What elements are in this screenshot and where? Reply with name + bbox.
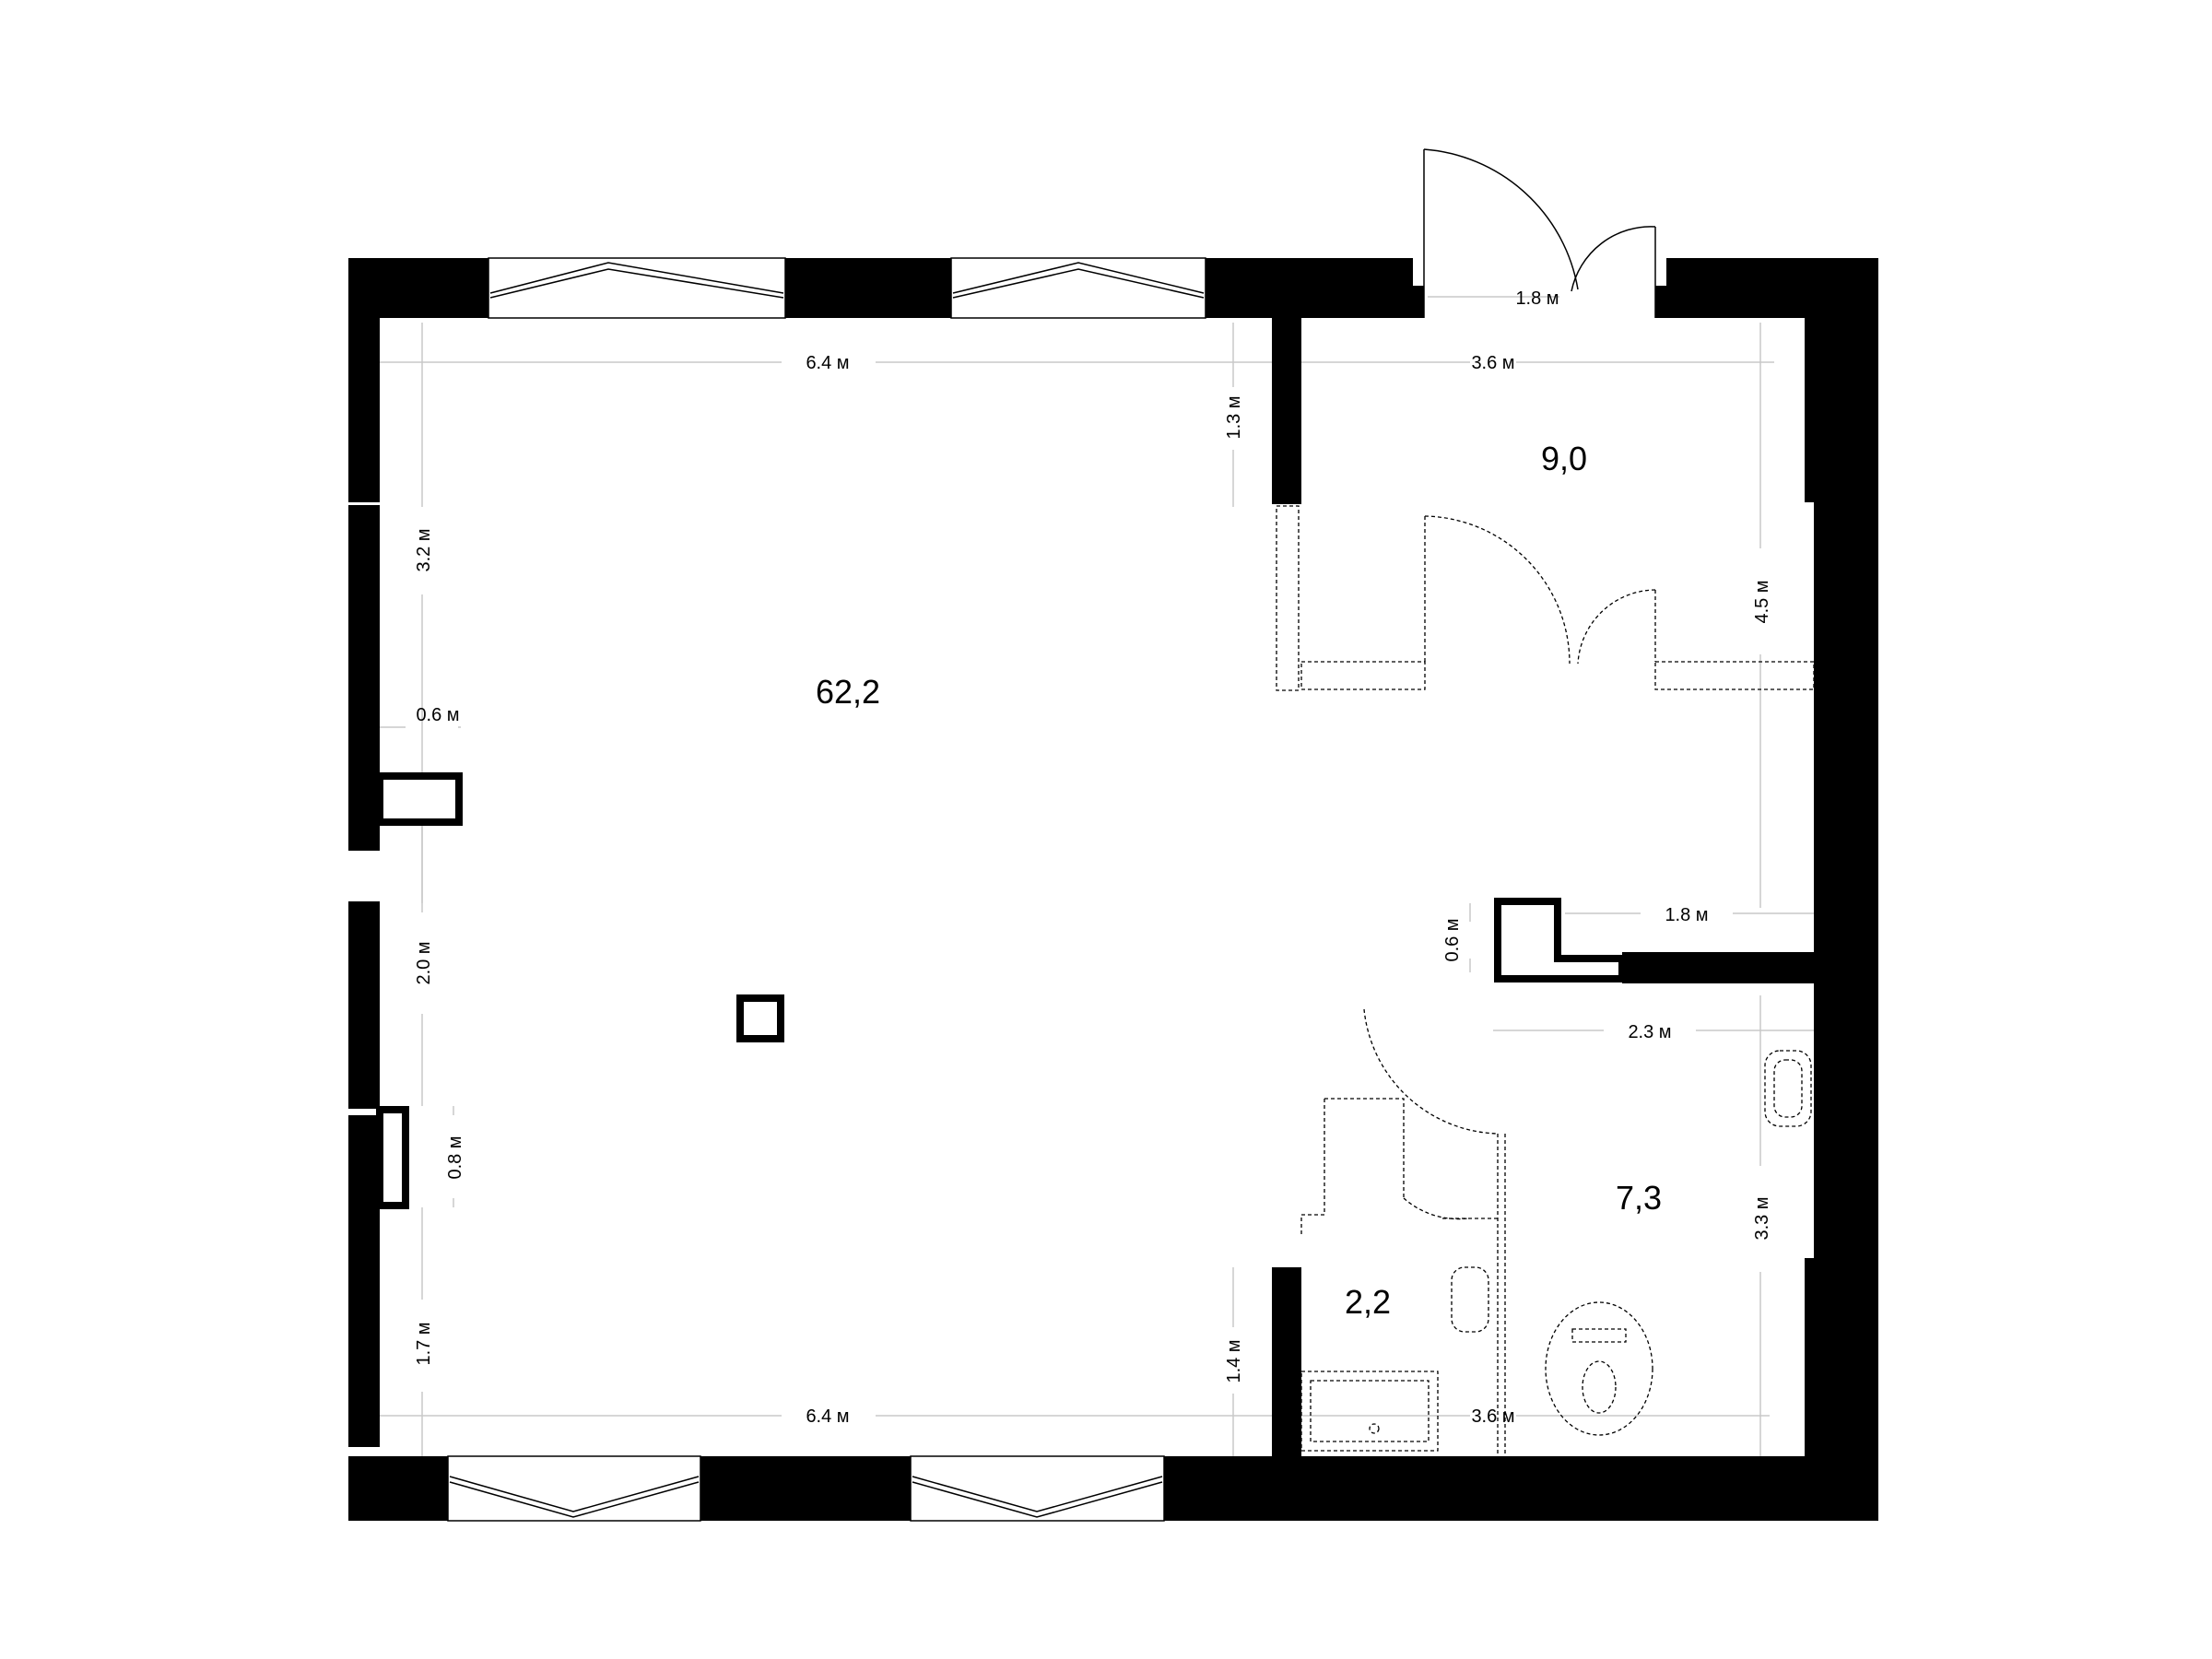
area-main-room: 62,2 [816,673,880,711]
window-top-1 [488,257,786,319]
dim-top-right-width: 3.6 м [1471,353,1514,373]
bathroom-fixtures [1300,1008,1812,1456]
dim-entrance-door: 1.8 м [1515,288,1559,309]
entrance-door [1423,148,1656,318]
column-niche [1494,898,1626,982]
dim-partition-bottom: 1.4 м [1224,1339,1244,1382]
dim-left-wall-3: 1.7 м [414,1322,434,1365]
window-top-2 [950,257,1206,319]
hall-closet [1276,505,1815,691]
interior-walls [1272,318,1814,1461]
dim-left-wall-2: 2.0 м [414,941,434,984]
window-bottom-1 [447,1455,701,1522]
dim-partition-top: 1.3 м [1224,395,1244,439]
area-bathroom: 7,3 [1616,1179,1662,1217]
exterior-walls [348,258,1878,1521]
windows [447,257,1206,1522]
columns [376,772,1626,1209]
dimension-lines [380,296,1814,1456]
dim-hall-height: 4.5 м [1752,580,1772,623]
toilet [1545,1301,1653,1436]
dim-top-left-width: 6.4 м [806,353,849,373]
dim-niche-width: 1.8 м [1665,905,1708,925]
area-hall: 9,0 [1541,440,1587,477]
dim-left-wall-1: 3.2 м [414,528,434,571]
window-bottom-2 [910,1455,1165,1522]
dim-bath-width: 2.3 м [1628,1022,1671,1042]
dim-bottom-left-width: 6.4 м [806,1406,849,1427]
dim-niche-depth: 0.6 м [1442,918,1463,961]
area-wc: 2,2 [1345,1283,1391,1321]
column-center [736,994,784,1042]
dim-bath-height: 3.3 м [1752,1196,1772,1240]
wc-sink [1451,1266,1489,1333]
bath-sink [1764,1050,1812,1127]
dim-column-height-left: 0.8 м [445,1135,465,1179]
column-left-lower [376,1106,409,1209]
dim-column-depth-left: 0.6 м [416,705,459,725]
dim-bottom-right-width: 3.6 м [1471,1406,1514,1427]
shower-tray [1300,1371,1439,1452]
column-left-upper [376,772,463,826]
